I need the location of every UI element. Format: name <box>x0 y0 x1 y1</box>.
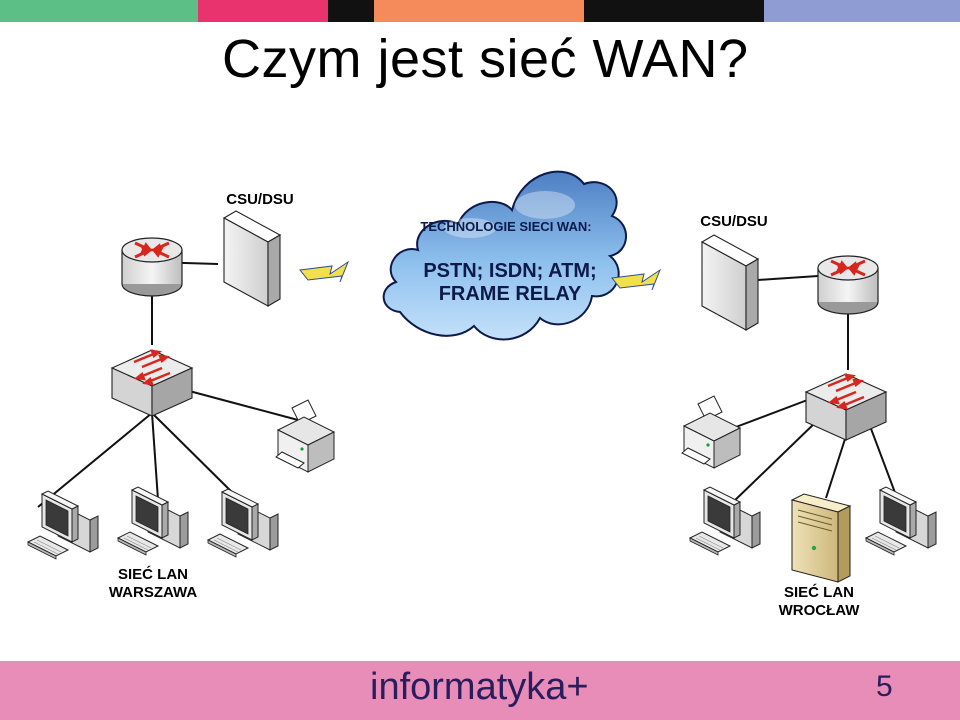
cloud-heading: TECHNOLOGIE SIECI WAN: <box>420 219 592 234</box>
link-switch-printer-left <box>177 387 299 421</box>
network-links <box>37 261 898 508</box>
router-icon-right <box>816 254 880 316</box>
router-icon-left <box>120 236 184 298</box>
workstation-icon-1 <box>27 490 99 560</box>
lan-warszawa-line1: SIEĆ LAN <box>117 566 188 583</box>
workstation-icon-5 <box>865 486 937 556</box>
lan-warszawa-line2: WARSZAWA <box>108 584 198 601</box>
workstation-icon-4 <box>689 486 761 556</box>
footer-brand: informatyka+ <box>370 666 589 708</box>
cloud-icon <box>382 170 627 341</box>
top-bar-segment-lavender <box>764 0 960 22</box>
lan-wroclaw-line1: SIEĆ LAN <box>783 584 854 601</box>
workstation-icon-2 <box>117 486 189 556</box>
top-bar-segment-pink <box>198 0 328 22</box>
printer-icon-right <box>681 395 741 469</box>
switch-icon-right <box>804 372 888 442</box>
top-bar-segment-black <box>328 0 374 22</box>
server-icon <box>791 493 851 583</box>
csu-dsu-label-left: CSU/DSU <box>226 191 294 208</box>
csu-dsu-label-right: CSU/DSU <box>700 213 768 230</box>
link-switch-pc2 <box>151 412 159 501</box>
link-switch-pc1 <box>37 412 153 508</box>
csu-dsu-icon-right <box>701 234 759 331</box>
lan-wroclaw-line2: WROCŁAW <box>778 602 860 619</box>
page-number: 5 <box>876 670 893 703</box>
footer-bar <box>0 661 960 720</box>
cloud-technologies-line1: PSTN; ISDN; ATM; <box>423 260 597 282</box>
top-bar-segment-green <box>0 0 198 22</box>
lightning-link-icon-left <box>299 261 349 283</box>
link-switch-pc5 <box>869 425 898 499</box>
slide-title: Czym jest sieć WAN? <box>222 29 749 89</box>
link-switch-pc4 <box>729 419 819 506</box>
csu-dsu-icon-left <box>223 210 281 307</box>
link-switch-server <box>825 435 847 499</box>
switch-icon-left <box>110 348 194 418</box>
link-switch-printer-right <box>727 395 819 431</box>
top-bar-segment-orange <box>374 0 584 22</box>
lan-label-wroclaw: SIEĆ LAN WROCŁAW <box>760 584 878 620</box>
cloud-technologies-line2: FRAME RELAY <box>438 283 582 305</box>
printer-icon-left <box>275 399 335 473</box>
top-bar-segment-black-2 <box>584 0 764 22</box>
lan-label-warszawa: SIEĆ LAN WARSZAWA <box>92 566 214 602</box>
workstation-icon-3 <box>207 488 279 558</box>
link-csu-router-right <box>757 275 819 281</box>
top-color-bar <box>0 0 960 22</box>
